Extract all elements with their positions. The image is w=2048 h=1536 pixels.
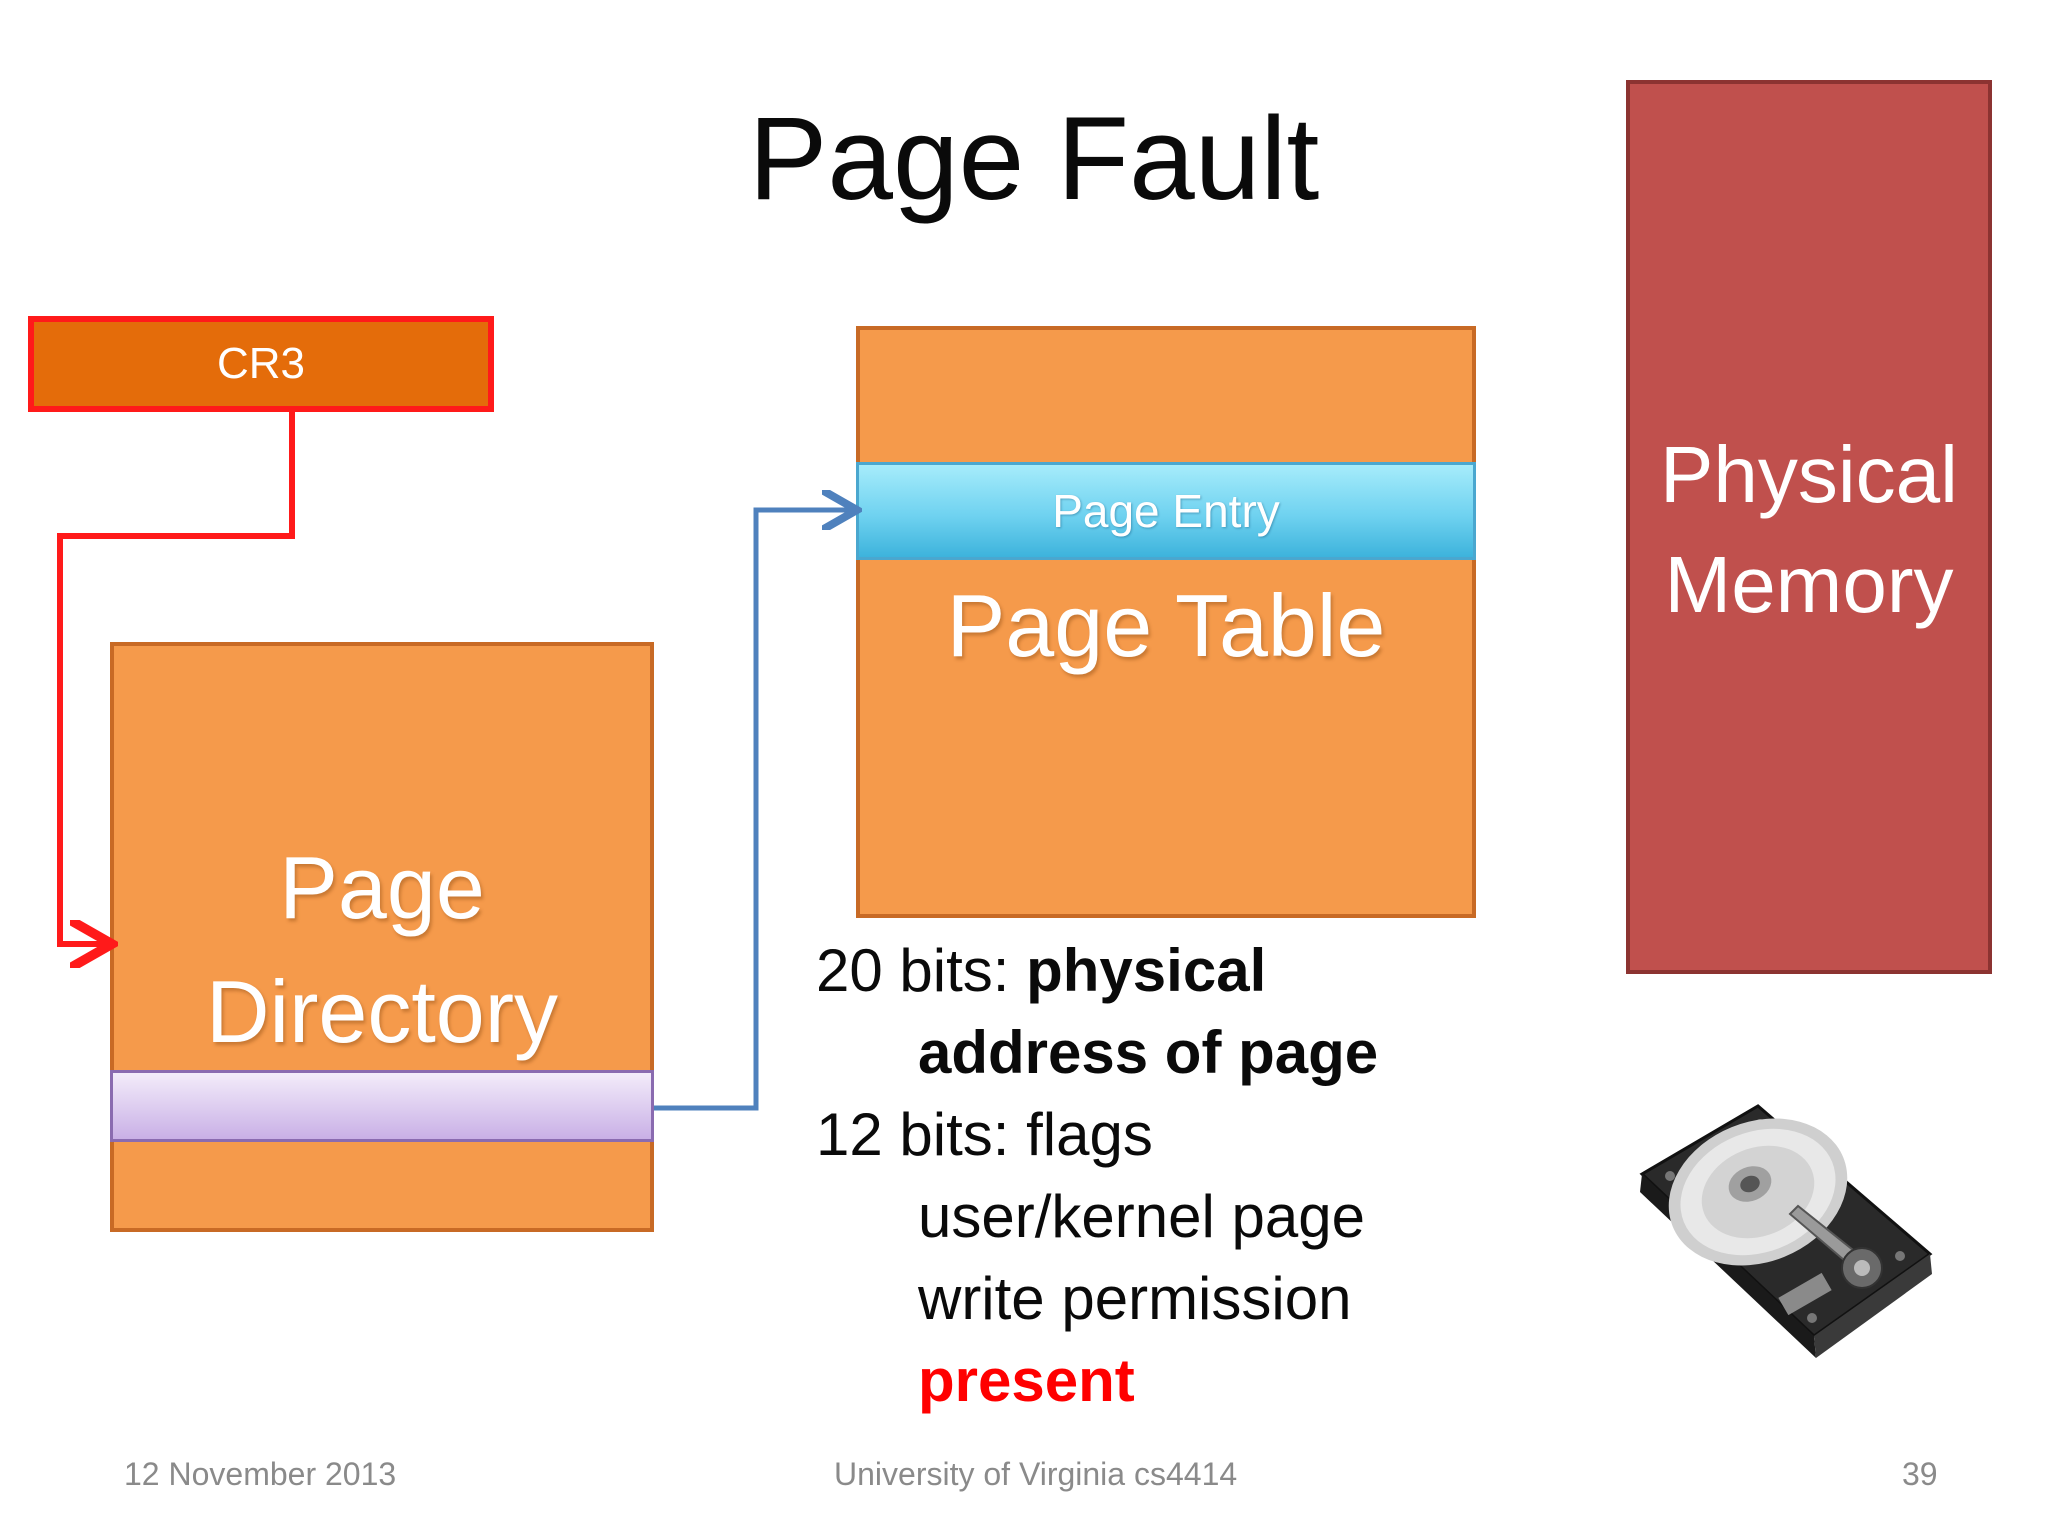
bits-line-1: 20 bits: physical [816, 930, 1266, 1012]
bits-20-prefix: 20 bits: [816, 937, 1027, 1004]
physical-memory-label: Physical Memory [1660, 430, 1958, 629]
footer-date: 12 November 2013 [124, 1456, 397, 1492]
slide-title: Page Fault [748, 93, 1320, 225]
bits-line-3: 12 bits: flags [816, 1101, 1153, 1168]
page-directory-label: Page Directory [205, 838, 559, 1061]
cr3-to-directory-arrow [57, 412, 295, 944]
bits-line-2: address of page [918, 1019, 1379, 1086]
hard-drive-icon [1639, 1104, 1933, 1358]
footer-page-number: 39 [1902, 1456, 1938, 1492]
bits-20-bold: physical [1026, 937, 1267, 1004]
directory-to-table-arrow [654, 510, 852, 1111]
bits-line-5: write permission [918, 1265, 1352, 1332]
bits-line-6-present: present [918, 1347, 1135, 1414]
page-table-box [856, 326, 1476, 918]
page-entry-row: Page Entry [856, 462, 1476, 560]
cr3-register-box: CR3 [28, 316, 494, 412]
cr3-label: CR3 [216, 339, 306, 388]
footer-course: University of Virginia cs4414 [834, 1456, 1238, 1492]
directory-entry-row [110, 1070, 654, 1142]
page-entry-label: Page Entry [1052, 485, 1280, 537]
page-table-label: Page Table [946, 576, 1386, 675]
bits-line-4: user/kernel page [918, 1183, 1365, 1250]
physical-memory-box [1626, 80, 1992, 974]
